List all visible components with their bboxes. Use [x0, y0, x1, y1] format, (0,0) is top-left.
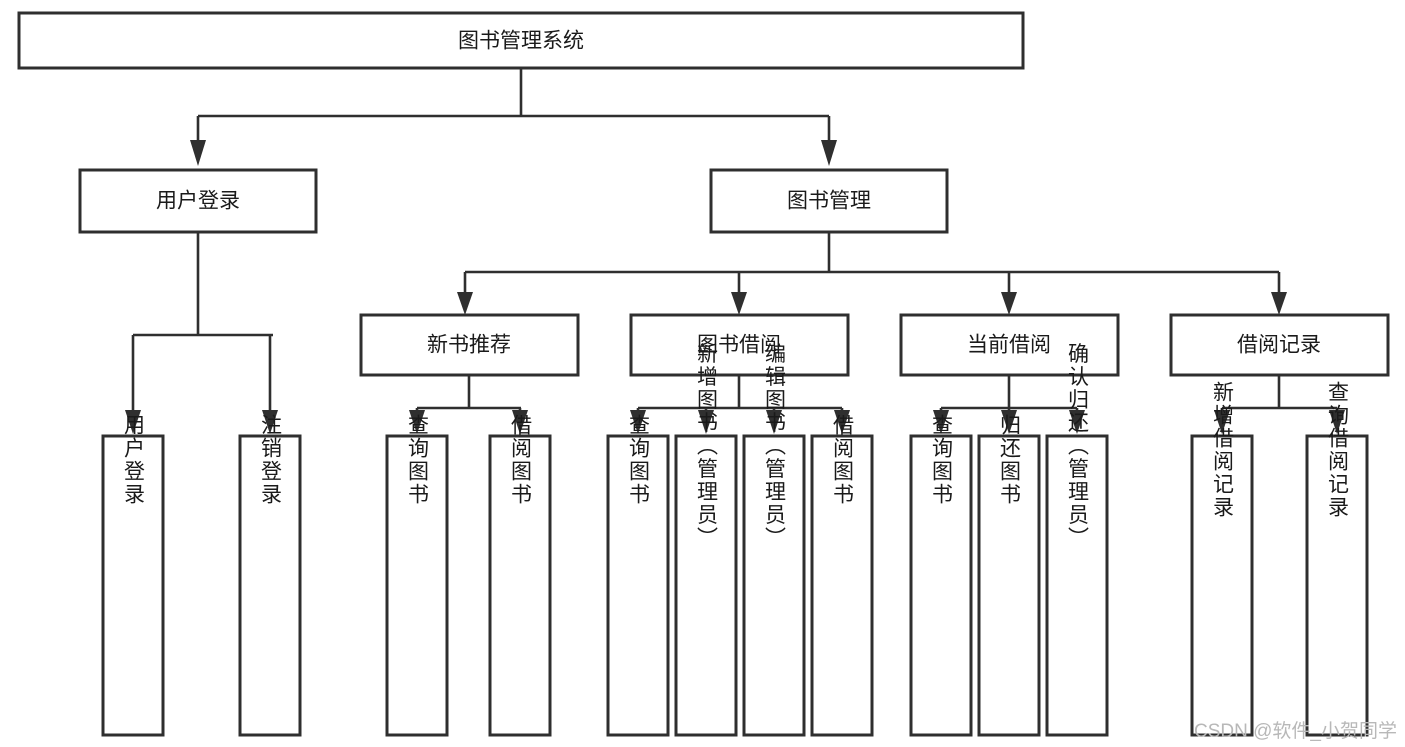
- node-user-login-box[interactable]: [78, 168, 318, 234]
- connector-group-borrowbook: [630, 375, 850, 434]
- leaf-book-borrow-3-box[interactable]: [810, 434, 874, 737]
- leaf-current-borrow-0-box[interactable]: [909, 434, 973, 737]
- arrow-newbook-l2: [512, 410, 528, 434]
- connector-group-currentborrow: [933, 375, 1085, 434]
- leaf-new-book-0[interactable]: 查询图书: [385, 414, 449, 737]
- node-root-label: 图书管理系统: [458, 30, 584, 53]
- connector-group-borrowrecord: [1214, 375, 1345, 434]
- leaf-user-login-0-label: 用户登录: [122, 414, 146, 506]
- node-root[interactable]: 图书管理系统: [17, 11, 1025, 70]
- node-user-login[interactable]: 用户登录: [78, 168, 318, 234]
- arrow-borrowrecord-l2: [1329, 410, 1345, 434]
- node-book-borrow-box[interactable]: [629, 313, 850, 377]
- leaf-book-borrow-0-box[interactable]: [606, 434, 670, 737]
- node-new-book-recommend[interactable]: 新书推荐: [359, 313, 580, 377]
- arrow-borrowrecord-l1: [1214, 410, 1230, 434]
- leaf-book-borrow-2[interactable]: 编辑图书（管理员）: [742, 343, 806, 737]
- leaf-book-borrow-0[interactable]: 查询图书: [606, 414, 670, 737]
- node-current-borrow-box[interactable]: [899, 313, 1120, 377]
- node-new-book-recommend-box[interactable]: [359, 313, 580, 377]
- leaf-book-borrow-3[interactable]: 借阅图书: [810, 414, 874, 737]
- leaf-user-login-0-box[interactable]: [101, 434, 165, 737]
- arrow-borrowbook-l2: [698, 410, 714, 434]
- leaf-new-book-1-label: 借阅图书: [509, 414, 533, 506]
- node-borrow-record-label: 借阅记录: [1237, 334, 1321, 357]
- connector-group-newbook: [409, 375, 528, 434]
- connector-group-root: [190, 68, 837, 166]
- node-user-login-label: 用户登录: [156, 190, 240, 213]
- node-current-borrow[interactable]: 当前借阅: [899, 313, 1120, 377]
- leaf-current-borrow-0[interactable]: 查询图书: [909, 414, 973, 737]
- leaf-user-login-1[interactable]: 注销登录: [238, 414, 302, 737]
- arrow-userlogin-leaf2: [262, 410, 278, 434]
- arrow-borrowbook-l1: [630, 410, 646, 434]
- leaf-user-login-1-label: 注销登录: [259, 414, 283, 506]
- arrow-bookmgmt-c4: [1271, 292, 1287, 315]
- arrow-bookmgmt-c2: [731, 292, 747, 315]
- leaf-book-borrow-2-label: 编辑图书（管理员）: [763, 343, 787, 550]
- node-book-borrow[interactable]: 图书借阅: [629, 313, 850, 377]
- leaf-current-borrow-1[interactable]: 归还图书: [977, 414, 1041, 737]
- leaf-book-borrow-1[interactable]: 新增图书（管理员）: [674, 343, 738, 737]
- node-book-management-label: 图书管理: [787, 190, 871, 213]
- node-current-borrow-label: 当前借阅: [967, 334, 1051, 357]
- leaf-book-borrow-1-label: 新增图书（管理员）: [695, 343, 719, 550]
- leaf-current-borrow-0-label: 查询图书: [930, 414, 954, 506]
- arrow-borrowbook-l4: [834, 410, 850, 434]
- leaf-current-borrow-1-box[interactable]: [977, 434, 1041, 737]
- arrow-bookmgmt-c3: [1001, 292, 1017, 315]
- leaf-current-borrow-2[interactable]: 确认归还（管理员）: [1045, 343, 1109, 737]
- leaf-borrow-record-0-label: 新增借阅记录: [1211, 381, 1235, 519]
- leaf-current-borrow-2-box[interactable]: [1045, 434, 1109, 737]
- arrow-currentborrow-l2: [1001, 410, 1017, 434]
- node-book-management-box[interactable]: [709, 168, 949, 234]
- node-root-box[interactable]: [17, 11, 1025, 70]
- arrow-currentborrow-l3: [1069, 410, 1085, 434]
- leaf-borrow-record-1[interactable]: 查询借阅记录: [1305, 381, 1369, 737]
- arrow-bookmgmt-c1: [457, 292, 473, 315]
- node-new-book-recommend-label: 新书推荐: [427, 334, 511, 357]
- node-borrow-record[interactable]: 借阅记录: [1169, 313, 1390, 377]
- leaf-borrow-record-1-box[interactable]: [1305, 434, 1369, 737]
- arrow-currentborrow-l1: [933, 410, 949, 434]
- leaf-book-borrow-0-label: 查询图书: [627, 414, 651, 506]
- arrow-newbook-l1: [409, 410, 425, 434]
- connector-group-bookmgmt: [457, 232, 1287, 315]
- connector-group-userlogin: [125, 232, 278, 434]
- leaf-borrow-record-0[interactable]: 新增借阅记录: [1190, 381, 1254, 737]
- leaf-user-login-0[interactable]: 用户登录: [101, 414, 165, 737]
- leaf-book-borrow-2-box[interactable]: [742, 434, 806, 737]
- leaf-borrow-record-0-box[interactable]: [1190, 434, 1254, 737]
- node-book-management[interactable]: 图书管理: [709, 168, 949, 234]
- leaf-new-book-0-box[interactable]: [385, 434, 449, 737]
- leaf-borrow-record-1-label: 查询借阅记录: [1326, 381, 1350, 519]
- leaf-new-book-0-label: 查询图书: [406, 414, 430, 506]
- leaf-new-book-1-box[interactable]: [488, 434, 552, 737]
- node-borrow-record-box[interactable]: [1169, 313, 1390, 377]
- arrow-root-to-bookmgmt: [821, 140, 837, 166]
- leaf-book-borrow-3-label: 借阅图书: [831, 414, 855, 506]
- leaf-current-borrow-1-label: 归还图书: [998, 414, 1022, 506]
- leaf-book-borrow-1-box[interactable]: [674, 434, 738, 737]
- node-book-borrow-label: 图书借阅: [697, 334, 781, 357]
- arrow-borrowbook-l3: [766, 410, 782, 434]
- leaf-current-borrow-2-label: 确认归还（管理员）: [1066, 343, 1090, 550]
- arrow-root-to-userlogin: [190, 140, 206, 166]
- leaf-user-login-1-box[interactable]: [238, 434, 302, 737]
- arrow-userlogin-leaf1: [125, 410, 141, 434]
- leaf-new-book-1[interactable]: 借阅图书: [488, 414, 552, 737]
